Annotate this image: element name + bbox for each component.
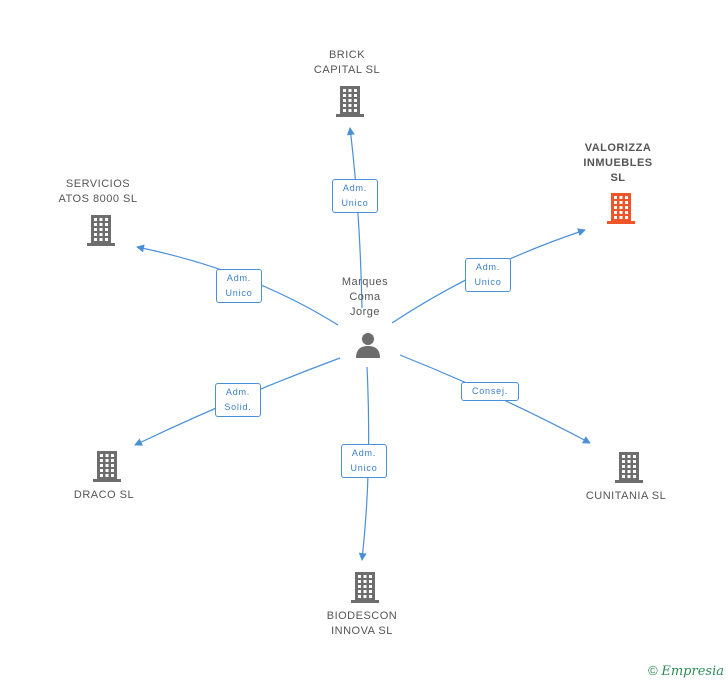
role-badge-cunitania: Consej. (461, 381, 519, 401)
footer-brand: © Empresia (648, 663, 724, 679)
building-icon[interactable] (85, 213, 117, 252)
role-badge-servicios: Adm. Unico (216, 269, 262, 303)
building-icon[interactable] (334, 84, 366, 123)
company-name-brick[interactable]: BRICK CAPITAL SL (313, 49, 381, 76)
copyright-symbol: © (648, 663, 658, 678)
company-name-servicios[interactable]: SERVICIOS ATOS 8000 SL (58, 178, 138, 205)
role-badge-valorizza: Adm. Unico (465, 258, 511, 292)
role-badge-biodescon: Adm. Unico (341, 444, 387, 478)
company-name-valorizza[interactable]: VALORIZZA INMUEBLES SL (583, 142, 653, 184)
building-icon[interactable] (605, 191, 637, 230)
person-icon[interactable] (354, 331, 382, 364)
company-name-cunitania[interactable]: CUNITANIA SL (585, 490, 667, 502)
company-name-biodescon[interactable]: BIODESCON INNOVA SL (326, 610, 398, 637)
person-name[interactable]: Marques Coma Jorge (341, 276, 389, 318)
brand-name: Empresia (661, 664, 724, 679)
role-badge-brick: Adm. Unico (332, 179, 378, 213)
role-badge-draco: Adm. Solid. (215, 383, 261, 417)
building-icon[interactable] (613, 450, 645, 489)
building-icon[interactable] (91, 449, 123, 488)
edge-brick (346, 127, 363, 309)
building-icon[interactable] (349, 570, 381, 609)
company-name-draco[interactable]: DRACO SL (73, 489, 135, 501)
